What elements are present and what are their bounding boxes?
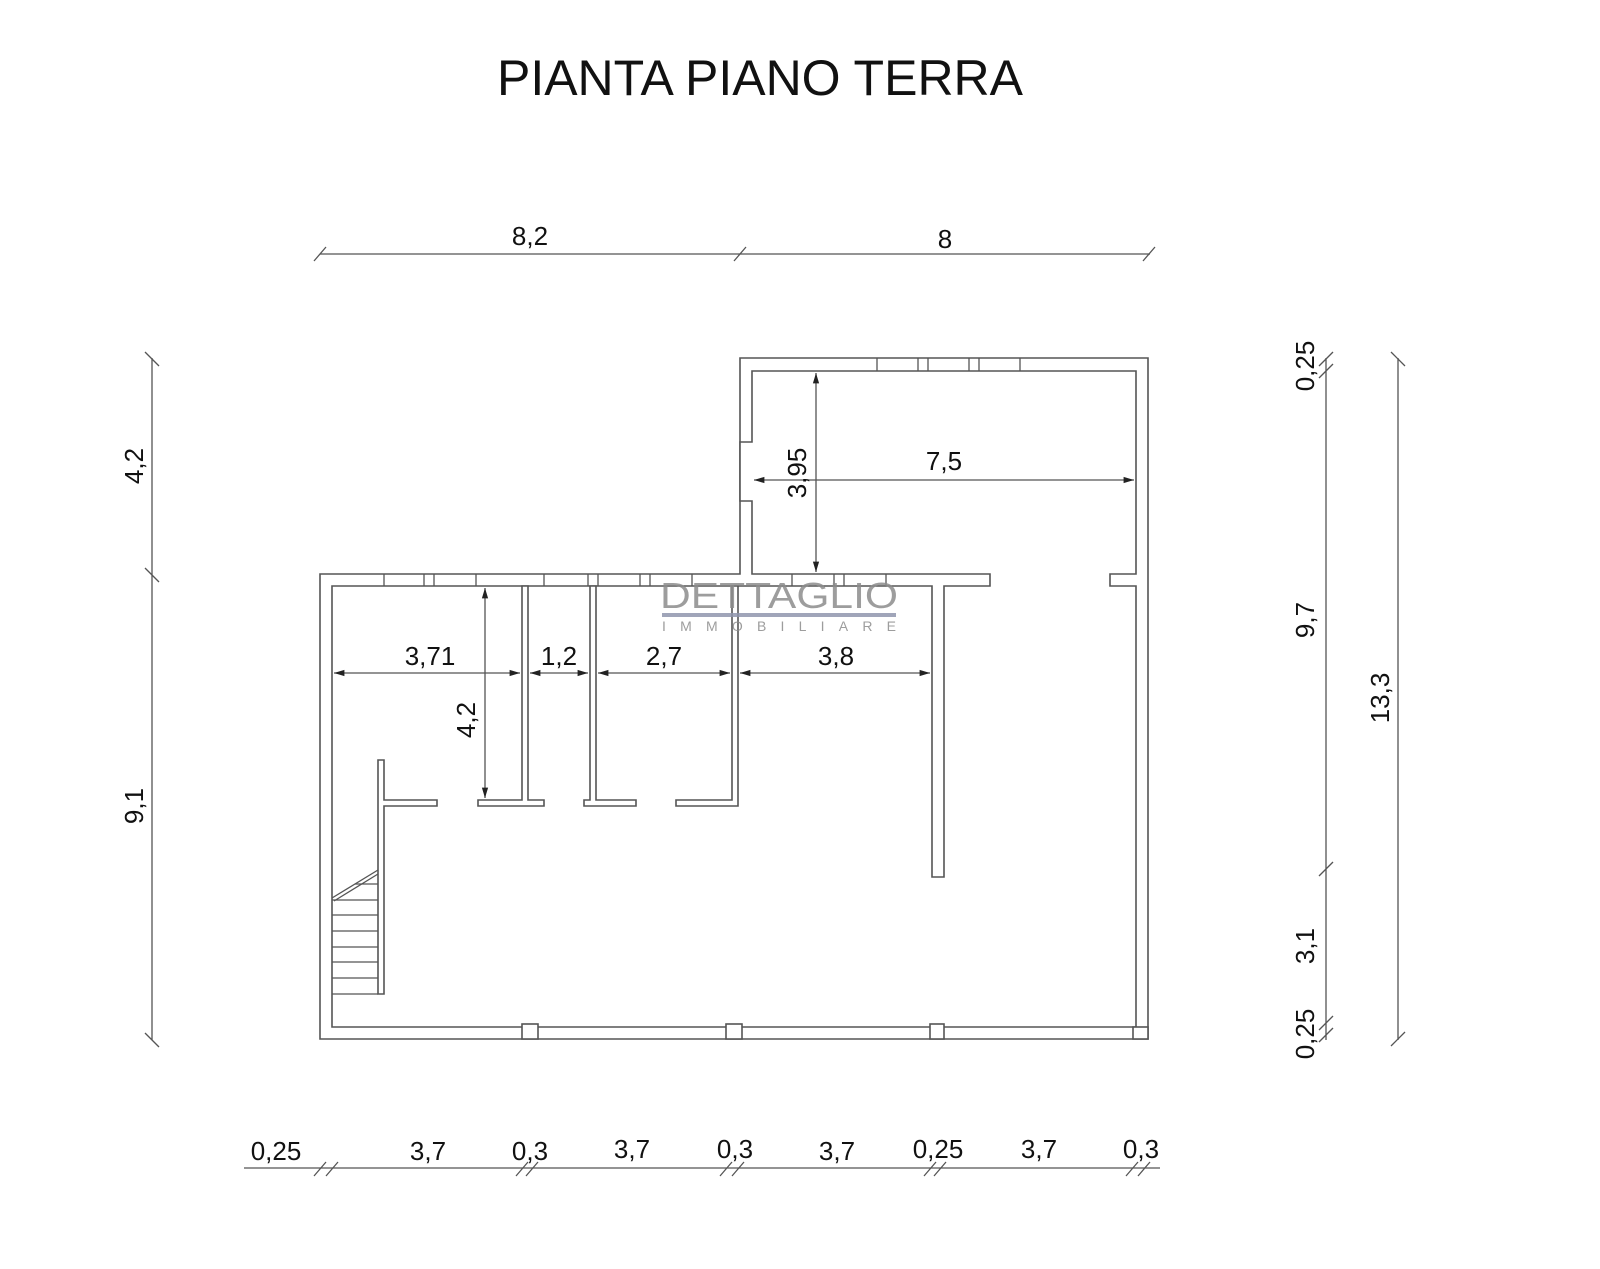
dim-bottom-7: 3,7: [1021, 1134, 1057, 1164]
dim-bottom-4: 0,3: [717, 1134, 753, 1164]
dim-right-top-wall: 0,25: [1290, 341, 1320, 392]
dim-bottom-5: 3,7: [819, 1136, 855, 1166]
partition-wall: [675, 585, 739, 807]
partition-wall: [583, 585, 637, 807]
dim-top-left: 8,2: [512, 221, 548, 251]
dim-room2: 1,2: [541, 641, 577, 671]
pillar: [1132, 1026, 1149, 1040]
left-dimensions: 4,2 9,1: [119, 351, 160, 1048]
top-dimensions: 8,2 8: [313, 221, 1156, 262]
dimension-tick: [325, 1161, 339, 1177]
pillar: [725, 1023, 743, 1040]
dim-room4: 3,8: [818, 641, 854, 671]
dimension-tick: [515, 1161, 529, 1177]
dim-bottom-3: 3,7: [614, 1134, 650, 1164]
dim-room3: 2,7: [646, 641, 682, 671]
pillar: [521, 1023, 539, 1040]
dimension-tick: [923, 1161, 937, 1177]
dim-right-total: 13,3: [1365, 673, 1395, 724]
right-dimensions: 0,25 9,7 3,1 0,25 13,3: [1290, 341, 1406, 1060]
dim-top-right: 8: [938, 224, 952, 254]
dimension-tick: [731, 1161, 745, 1177]
dim-bottom-8: 0,3: [1123, 1134, 1159, 1164]
dim-right-main: 9,7: [1290, 602, 1320, 638]
dim-bottom-2: 0,3: [512, 1136, 548, 1166]
dim-upper-width: 7,5: [926, 446, 962, 476]
windows: [383, 358, 1021, 586]
watermark-brand: DETTAGLIO: [660, 575, 898, 616]
dimension-tick: [525, 1161, 539, 1177]
bottom-dimensions: 0,25 3,7 0,3 3,7 0,3 3,7 0,25 3,7 0,3: [244, 1134, 1160, 1177]
pillar: [929, 1023, 945, 1040]
staircase: [331, 869, 379, 995]
dim-right-bottom-wall: 0,25: [1290, 1009, 1320, 1060]
dim-upper-height: 3,95: [782, 448, 812, 499]
dimension-tick: [1137, 1161, 1151, 1177]
dim-left-upper: 4,2: [119, 448, 149, 484]
dim-bottom-1: 3,7: [410, 1136, 446, 1166]
dim-room-height: 4,2: [451, 702, 481, 738]
dim-room1: 3,71: [405, 641, 456, 671]
interior-dimensions: 3,95 7,5 3,71 1,2 2,7 3,8 4,2: [334, 373, 1134, 798]
dim-left-lower: 9,1: [119, 788, 149, 824]
dimension-tick: [933, 1161, 947, 1177]
walls: [319, 357, 1149, 1040]
dimension-tick: [1125, 1161, 1139, 1177]
dim-bottom-6: 0,25: [913, 1134, 964, 1164]
dimension-tick: [313, 1161, 327, 1177]
dimension-tick: [719, 1161, 733, 1177]
partition-wall: [477, 585, 545, 807]
dim-bottom-0: 0,25: [251, 1136, 302, 1166]
stair-wall: [377, 759, 438, 995]
dim-right-lower: 3,1: [1290, 928, 1320, 964]
plan-title: PIANTA PIANO TERRA: [497, 50, 1024, 106]
